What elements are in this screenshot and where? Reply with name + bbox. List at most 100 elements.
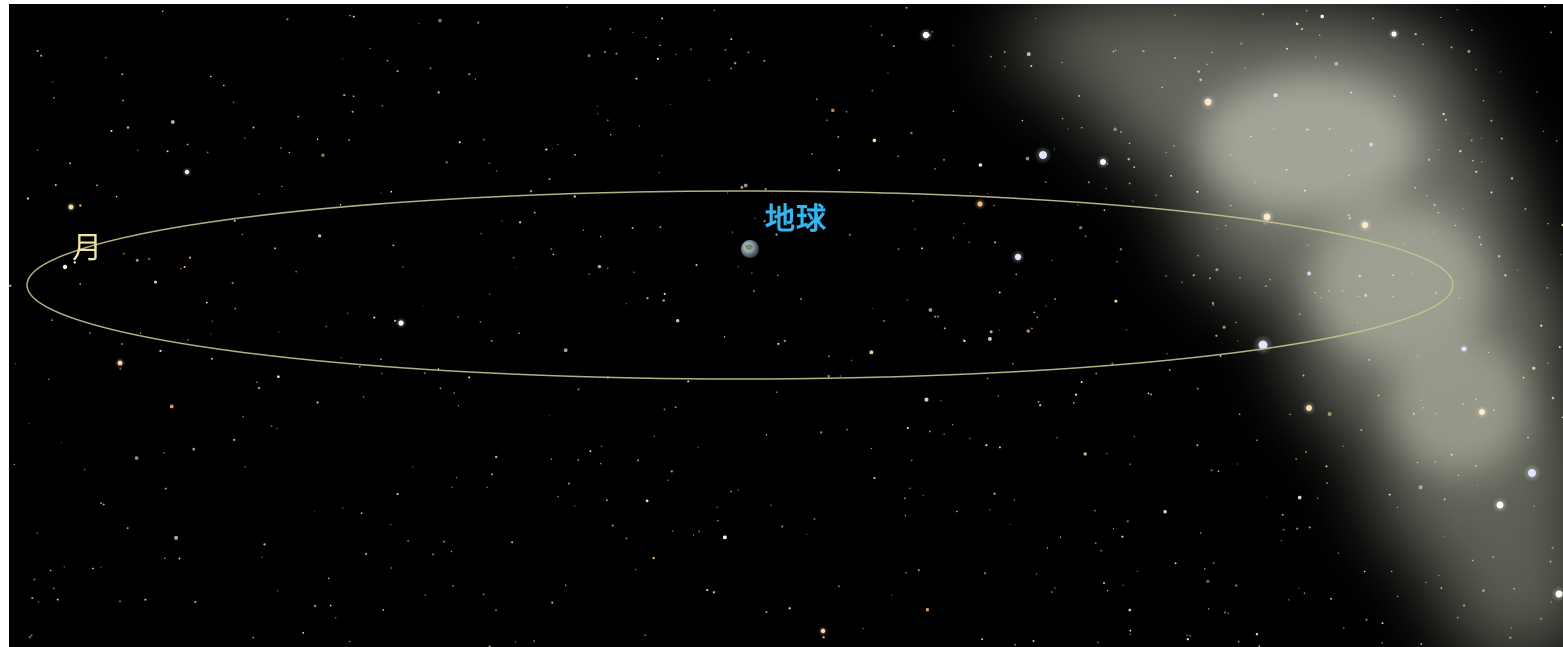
star (163, 452, 165, 454)
star (1059, 536, 1062, 538)
star (1095, 542, 1097, 544)
star (942, 158, 946, 161)
star (276, 427, 278, 430)
star (1555, 139, 1558, 142)
star (687, 380, 690, 383)
star (909, 487, 911, 490)
bright-star (1479, 409, 1485, 415)
star (316, 138, 319, 140)
star (1412, 412, 1415, 415)
star (1454, 224, 1456, 227)
star (1250, 135, 1252, 138)
star (148, 257, 151, 260)
star (882, 319, 886, 323)
star (1229, 154, 1232, 157)
star (1288, 599, 1290, 601)
star (607, 267, 609, 270)
star (1192, 274, 1195, 277)
star (597, 264, 602, 269)
star (495, 609, 497, 612)
star (1112, 50, 1115, 53)
star (765, 434, 768, 436)
star (588, 273, 590, 275)
star (1210, 469, 1213, 472)
star (126, 527, 129, 530)
star (206, 151, 209, 154)
star (92, 567, 94, 570)
star (96, 184, 99, 187)
star (989, 330, 993, 334)
star (1046, 547, 1049, 549)
star (557, 143, 559, 145)
star (674, 406, 677, 409)
star (635, 568, 637, 570)
star (1499, 71, 1502, 73)
star (1105, 187, 1108, 190)
star (1015, 273, 1017, 276)
star (1314, 56, 1317, 58)
sky-viewport[interactable]: 地球 月 (9, 4, 1563, 647)
star (1174, 562, 1177, 565)
star (658, 172, 660, 174)
star (1410, 272, 1413, 275)
moon-label[interactable]: 月 (72, 231, 102, 266)
star (597, 113, 599, 115)
star (881, 34, 883, 36)
star (1425, 372, 1427, 374)
earth-label[interactable]: 地球 (765, 202, 827, 237)
star (956, 510, 958, 513)
star (806, 534, 808, 536)
star (327, 577, 330, 579)
star (1161, 86, 1164, 89)
star (1285, 168, 1288, 171)
star (348, 640, 351, 643)
star (897, 155, 899, 158)
earth-planet-icon[interactable] (741, 240, 759, 258)
star (60, 442, 62, 444)
star (1474, 464, 1477, 467)
star (969, 438, 971, 440)
star (892, 45, 895, 48)
star (495, 170, 498, 172)
star (723, 336, 726, 338)
star (1490, 191, 1493, 194)
star (708, 79, 710, 81)
star (359, 366, 361, 368)
star (37, 601, 40, 603)
star (1500, 137, 1503, 140)
star (1031, 327, 1033, 330)
star (1045, 305, 1047, 307)
star (1551, 546, 1554, 549)
star (1434, 291, 1437, 294)
star (1434, 461, 1437, 463)
star (548, 415, 550, 417)
star (490, 339, 493, 342)
star (210, 333, 212, 335)
star (565, 584, 567, 586)
star (1435, 412, 1438, 415)
star (1264, 285, 1267, 288)
star (1083, 452, 1087, 456)
star (1137, 570, 1139, 572)
star (998, 329, 1000, 331)
star (1073, 402, 1075, 404)
star (1094, 509, 1096, 512)
star (369, 47, 371, 50)
star (317, 234, 322, 238)
bright-star (1306, 405, 1312, 411)
star (551, 147, 553, 150)
star (1527, 436, 1529, 439)
star (352, 15, 355, 18)
star (278, 331, 280, 333)
star (706, 589, 709, 592)
star (51, 319, 53, 321)
moon-marker-icon[interactable] (62, 264, 68, 270)
star (286, 18, 289, 21)
star (737, 489, 739, 491)
star (488, 293, 491, 295)
star (1466, 132, 1468, 134)
star (1369, 142, 1374, 147)
star (906, 426, 909, 430)
star (1113, 127, 1117, 132)
bright-star (1258, 340, 1268, 350)
